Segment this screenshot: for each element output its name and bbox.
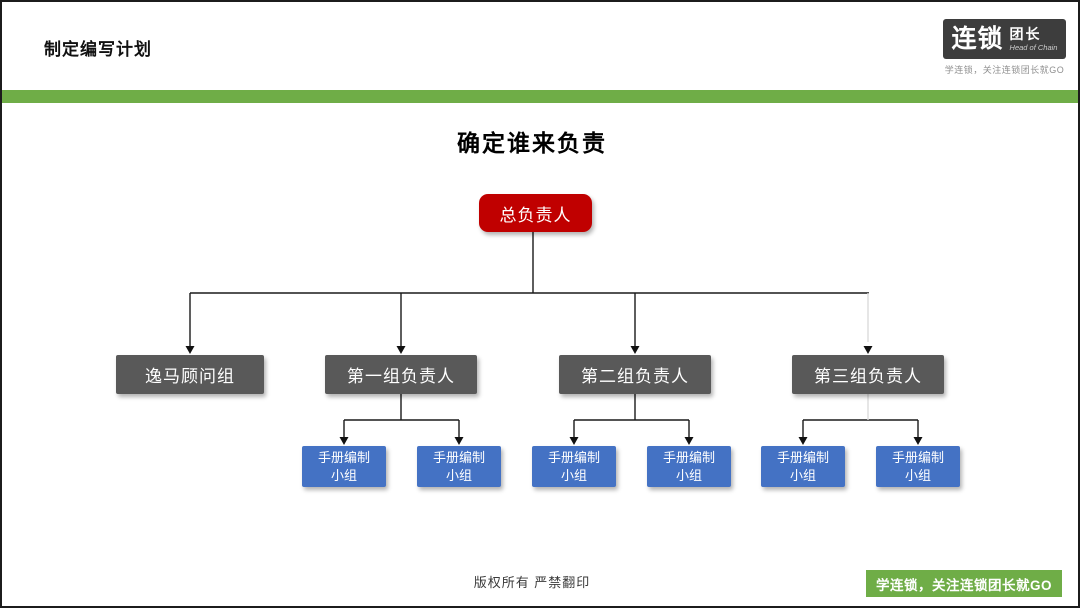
team-label-line2: 小组 [675, 467, 702, 483]
team-label-line1: 手册编制 [776, 449, 829, 465]
footer-slogan-badge: 学连锁，关注连锁团长就GO [866, 570, 1062, 597]
org-node-team: 手册编制 小组 [876, 446, 960, 487]
org-node-group-2: 第二组负责人 [559, 355, 711, 394]
copyright-notice: 版权所有 严禁翻印 [473, 575, 591, 590]
team-label-line1: 手册编制 [662, 449, 715, 465]
org-node-group-consultant: 逸马顾问组 [116, 355, 264, 394]
org-node-root: 总负责人 [479, 194, 592, 232]
org-node-team: 手册编制 小组 [417, 446, 501, 487]
org-node-group-1: 第一组负责人 [325, 355, 477, 394]
logo-tagline: 学连锁，关注连锁团长就GO [944, 65, 1065, 75]
org-node-team: 手册编制 小组 [302, 446, 386, 487]
team-label-line2: 小组 [330, 467, 357, 483]
team-label-line1: 手册编制 [547, 449, 600, 465]
team-label-line2: 小组 [560, 467, 587, 483]
logo-side-block: 团长 Head of Chain [1010, 27, 1058, 52]
team-label-line2: 小组 [789, 467, 816, 483]
org-node-team: 手册编制 小组 [532, 446, 616, 487]
org-node-group-3: 第三组负责人 [792, 355, 944, 394]
team-label-line1: 手册编制 [317, 449, 370, 465]
brand-logo: 连锁 团长 Head of Chain [943, 19, 1066, 59]
logo-subtitle: Head of Chain [1009, 42, 1058, 52]
org-node-team: 手册编制 小组 [761, 446, 845, 487]
team-label-line2: 小组 [904, 467, 931, 483]
connector-lines [189, 232, 919, 438]
org-node-team: 手册编制 小组 [647, 446, 731, 487]
logo-main-text: 连锁 [951, 24, 1004, 53]
section-heading: 确定谁来负责 [457, 130, 607, 156]
team-label-line2: 小组 [445, 467, 472, 483]
logo-side-text: 团长 [1009, 25, 1042, 42]
green-divider-bar [2, 90, 1078, 103]
team-label-line1: 手册编制 [432, 449, 485, 465]
team-label-line1: 手册编制 [891, 449, 944, 465]
slide-title: 制定编写计划 [44, 40, 152, 59]
